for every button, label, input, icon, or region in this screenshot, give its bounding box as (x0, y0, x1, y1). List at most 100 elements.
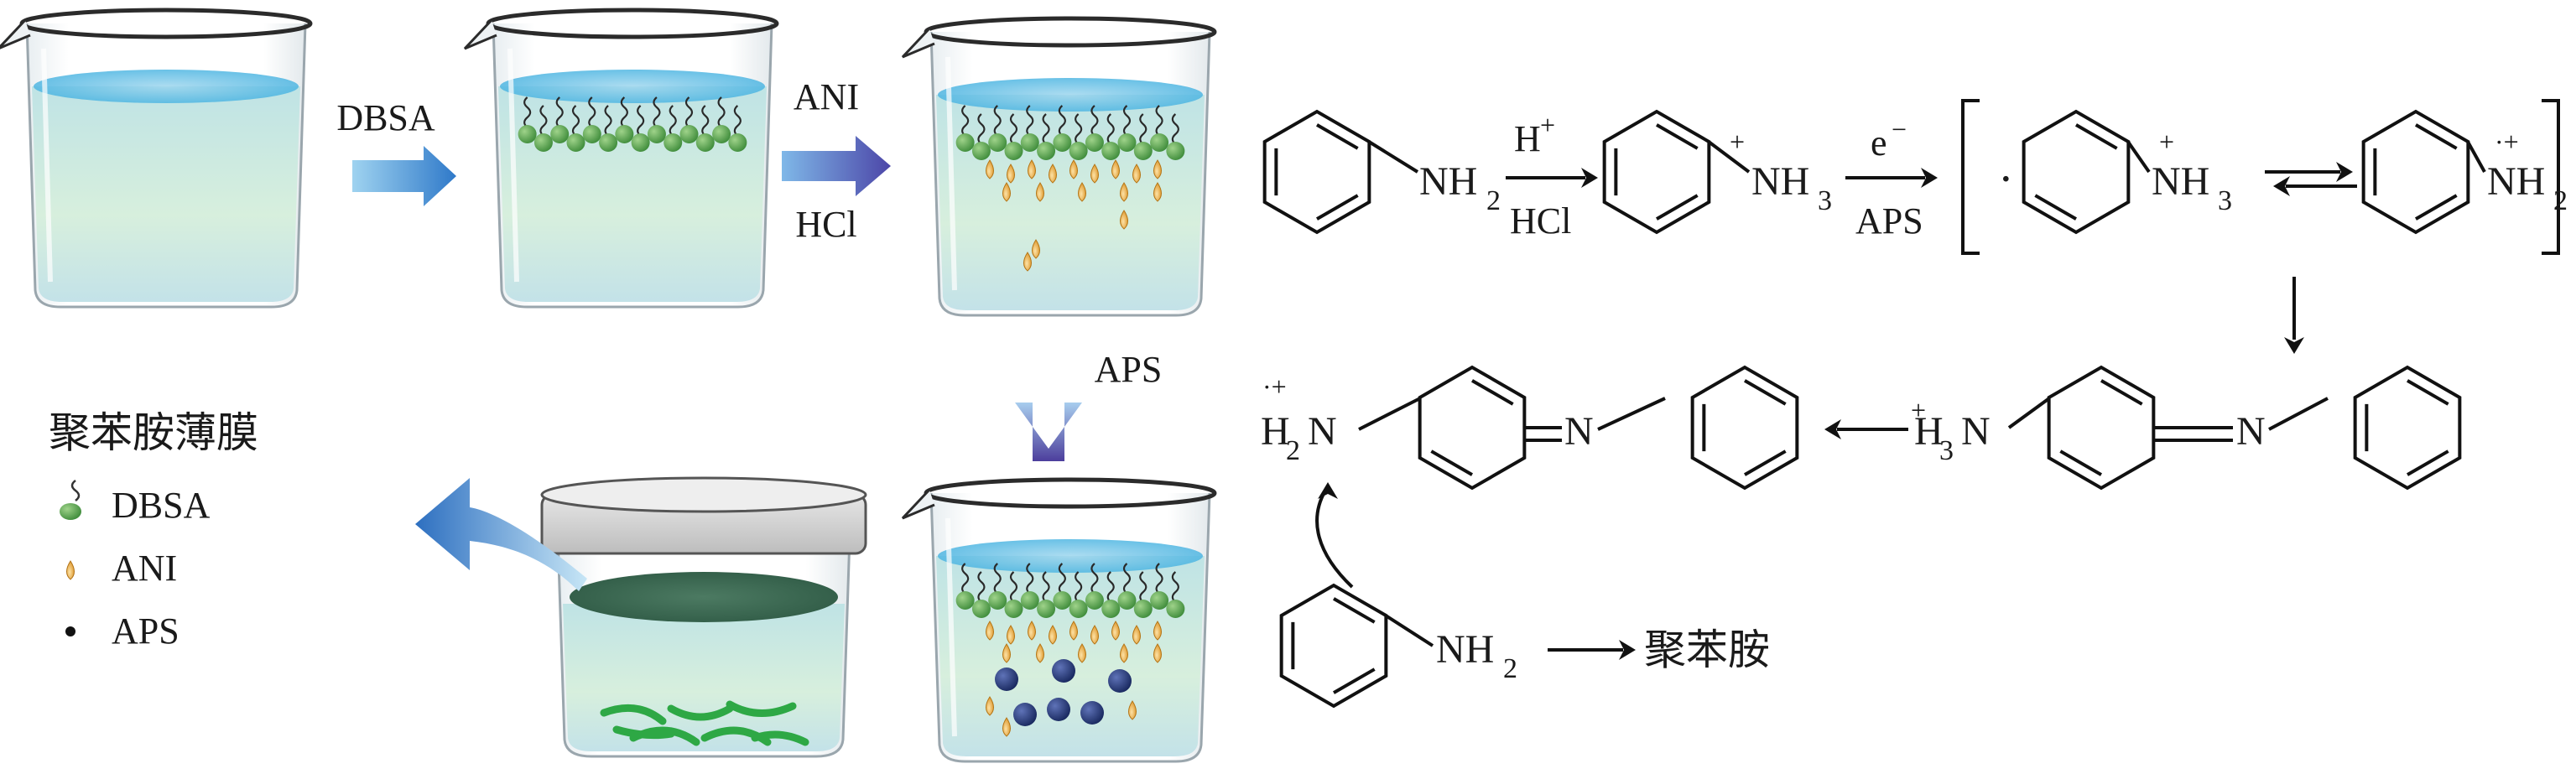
bracket-left (1961, 99, 1980, 255)
liquid-surface (500, 70, 765, 103)
ani-droplet (1069, 621, 1078, 641)
dbsa-tail (1058, 105, 1066, 137)
dbsa-tail (1026, 563, 1034, 595)
dbsa-tail (993, 105, 1002, 137)
ring-left-phenyl (1690, 365, 1799, 491)
dbsa-head (955, 133, 975, 152)
aniline-nh2-subscript: 2 (1486, 185, 1501, 216)
dimer-right-h-subscript: 3 (1939, 435, 1954, 466)
dbsa-tail (1139, 113, 1147, 145)
arrow-oxidation-head (1921, 168, 1938, 188)
dbsa-tail (588, 96, 596, 128)
radical-cation-mark: ·+ (2495, 127, 2519, 157)
ani-droplet (1153, 621, 1162, 641)
ring-outline (2353, 365, 2462, 491)
ring-double-bond (1744, 449, 1787, 476)
ring-outline (2022, 109, 2131, 235)
ring-double-bond (1315, 194, 1359, 221)
liquid-surface (938, 539, 1203, 573)
bond-aniline-n (1367, 140, 1419, 174)
ani-droplet (1120, 210, 1128, 230)
ani-droplet (1078, 643, 1086, 663)
dbsa-layer (955, 105, 1185, 160)
resonance-bottom-head (2273, 176, 2290, 196)
ring-radical (2022, 109, 2131, 235)
ani-droplet (1049, 625, 1057, 645)
dbsa-head (631, 133, 650, 152)
dbsa-tail (604, 105, 612, 137)
bond-aniline-2-n (1384, 614, 1434, 647)
ani-droplet (1132, 164, 1141, 184)
dimer-right-plus: + (1911, 395, 1926, 425)
dbsa-layer (518, 96, 747, 152)
dbsa-head (712, 125, 731, 143)
arrow-aps (1015, 403, 1082, 461)
beaker-spout (463, 18, 497, 50)
reagent-aps: APS (1855, 200, 1923, 242)
dbsa-tail (684, 96, 694, 128)
dbsa-head (1117, 133, 1137, 152)
dbsa-head (1117, 591, 1137, 610)
ring-dimer-phenyl (2353, 365, 2462, 491)
ani-droplet (1153, 159, 1162, 179)
ring-left-quinoid (1418, 365, 1527, 491)
ring-outline (1690, 365, 1799, 491)
aps-particle (1108, 669, 1132, 693)
ring-double-bond (1470, 379, 1514, 406)
ring-aniline-2 (1279, 583, 1388, 709)
legend-dot-icon (65, 626, 75, 636)
ani-droplet (1111, 159, 1120, 179)
glass-highlight (945, 56, 957, 291)
ring-outline (1262, 109, 1371, 235)
dbsa-head (1020, 591, 1039, 610)
process-beakers (0, 8, 1217, 763)
legend-title: 聚苯胺薄膜 (49, 409, 258, 456)
dbsa-tail (1155, 563, 1163, 595)
curved-arrow-head (1318, 482, 1338, 499)
fiber (726, 700, 797, 717)
dbsa-tail (1106, 571, 1115, 603)
dbsa-head (566, 133, 585, 152)
reagent-h: H (1514, 118, 1541, 159)
dbsa-head (1133, 600, 1153, 618)
dbsa-head (695, 133, 715, 152)
arrow-3-label: APS (1095, 349, 1163, 390)
ring-double-bond (1430, 449, 1473, 476)
dbsa-tail (1042, 571, 1050, 603)
beaker-liquid (32, 86, 300, 302)
ani-droplet (1002, 182, 1011, 202)
ani-droplet (1023, 252, 1032, 272)
dbsa-tail (1042, 113, 1050, 145)
arrow-2-label-bottom: HCl (795, 204, 856, 245)
dbsa-tail (1009, 571, 1018, 603)
ring-dimer-quinoid (2047, 365, 2156, 491)
ani-droplet (1128, 700, 1137, 720)
dbsa-tail (1075, 113, 1083, 145)
dbsa-tail (669, 105, 677, 137)
ring-double-bond (2406, 379, 2449, 406)
dbsa-tail (653, 96, 661, 128)
bond-left-n (1358, 397, 1421, 431)
ring-double-bond (1333, 597, 1376, 624)
dbsa-tail (1122, 563, 1132, 595)
dbsa-tail (1090, 105, 1099, 137)
ring-double-bond (2059, 449, 2102, 476)
dbsa-head (1085, 591, 1104, 610)
resonance-top-head (2336, 162, 2353, 182)
dbsa-head (1004, 600, 1023, 618)
ring-double-bond (1333, 668, 1376, 694)
ring-radical-cation (2361, 109, 2470, 235)
ring-double-bond (2100, 379, 2143, 406)
reaction-scheme (1262, 99, 2560, 709)
curved-arrow (1315, 490, 1354, 589)
dbsa-tail (1171, 113, 1179, 145)
dbsa-head (582, 125, 601, 143)
dbsa-head (971, 142, 991, 160)
radical-dot: · (1998, 153, 2014, 205)
dimer-left-radical-cation: ·+ (1262, 371, 1287, 402)
dbsa-head (1037, 600, 1056, 618)
ring-double-bond (2414, 194, 2458, 221)
dimer-left-n: N (1308, 409, 1337, 454)
